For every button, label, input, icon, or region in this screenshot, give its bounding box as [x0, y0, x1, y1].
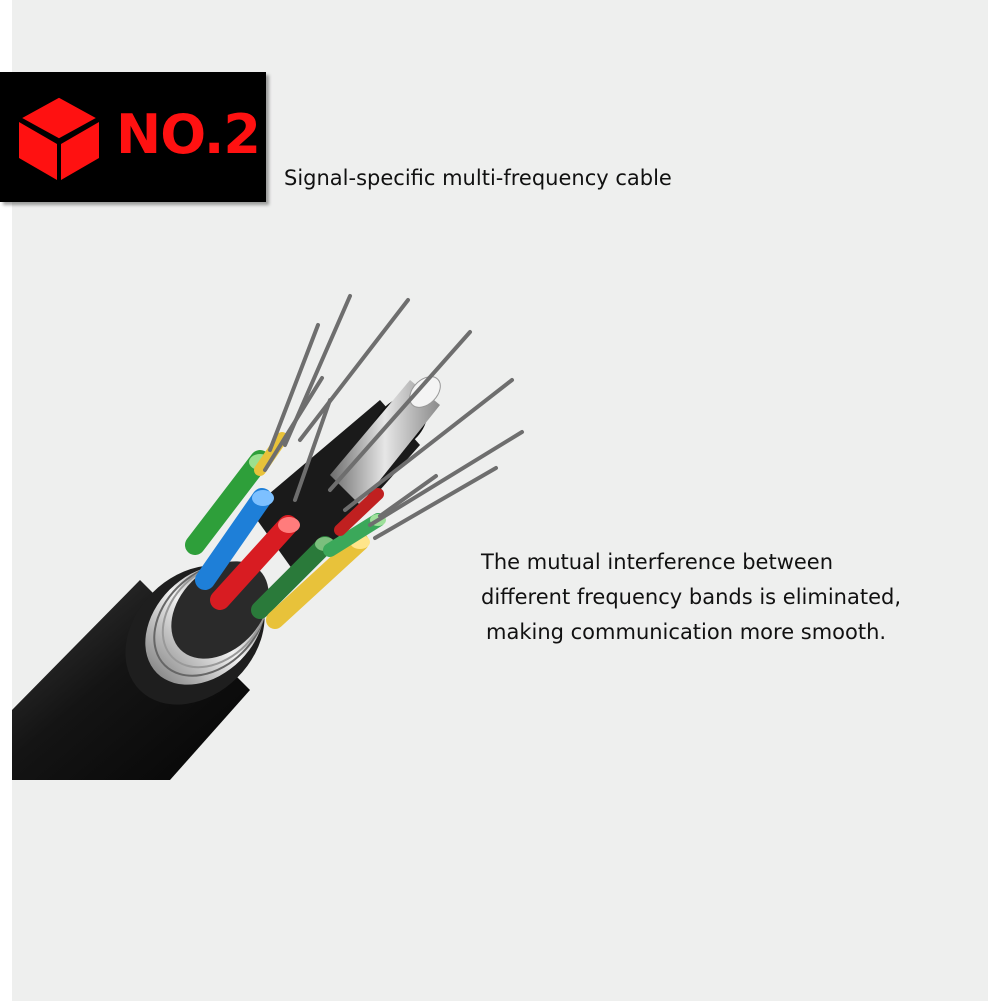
description-line: The mutual interference between	[481, 550, 834, 574]
feature-title: Signal-specific multi-frequency cable	[284, 166, 672, 190]
cable-illustration	[12, 294, 524, 780]
cable-jacket	[12, 580, 250, 780]
right-margin	[988, 0, 1001, 1001]
optical-fibers	[263, 294, 524, 540]
description-line: different frequency bands is eliminated,	[481, 585, 901, 609]
cube-icon	[15, 94, 103, 180]
feature-description: The mutual interference between differen…	[481, 545, 951, 650]
section-badge: NO.2	[0, 72, 266, 202]
description-line: making communication more smooth.	[486, 620, 887, 644]
section-number: NO.2	[116, 103, 261, 166]
loose-tubes	[185, 432, 386, 629]
left-margin	[0, 0, 12, 1001]
